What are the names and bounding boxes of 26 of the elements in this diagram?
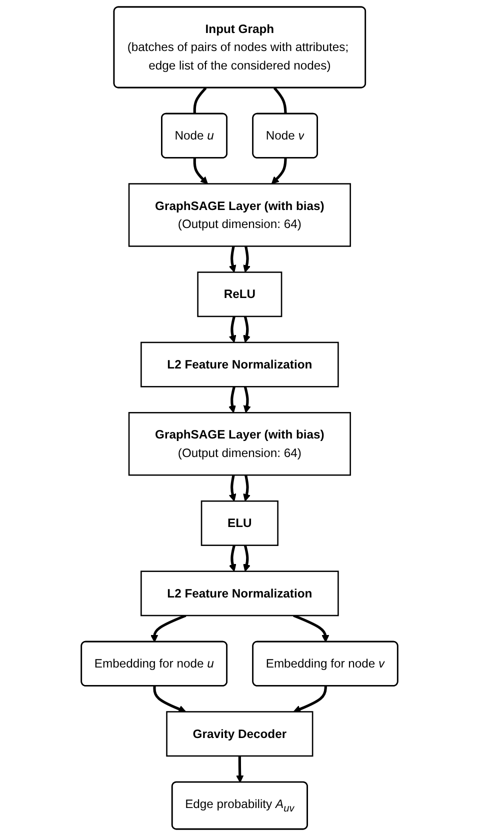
node-box: ReLU (197, 272, 282, 318)
arrow (243, 316, 250, 343)
connector (273, 87, 287, 114)
arrow (243, 474, 250, 502)
arrow (228, 545, 236, 572)
node-box: L2 Feature Normalization (140, 570, 339, 616)
arrow (271, 158, 287, 184)
arrow (228, 474, 236, 502)
node-box: L2 Feature Normalization (140, 342, 339, 388)
arrow (243, 246, 250, 273)
arrow (228, 316, 236, 343)
arrow (243, 386, 251, 414)
connector (193, 87, 207, 114)
arrow (243, 545, 250, 572)
node-box: GraphSAGE Layer (with bias) (Output dimension: 64) (128, 183, 351, 247)
node-box: ELU (200, 500, 278, 546)
arrow (228, 246, 236, 273)
arrow (150, 614, 186, 642)
node-box: GraphSAGE Layer (with bias) (Output dimension: 64) (128, 412, 351, 476)
arrow (193, 158, 208, 184)
node-box: Gravity Decoder (166, 711, 314, 757)
arrow (153, 686, 186, 713)
arrow (293, 614, 330, 642)
arrow (236, 756, 244, 783)
arrow (293, 686, 327, 713)
arrow (228, 386, 236, 414)
